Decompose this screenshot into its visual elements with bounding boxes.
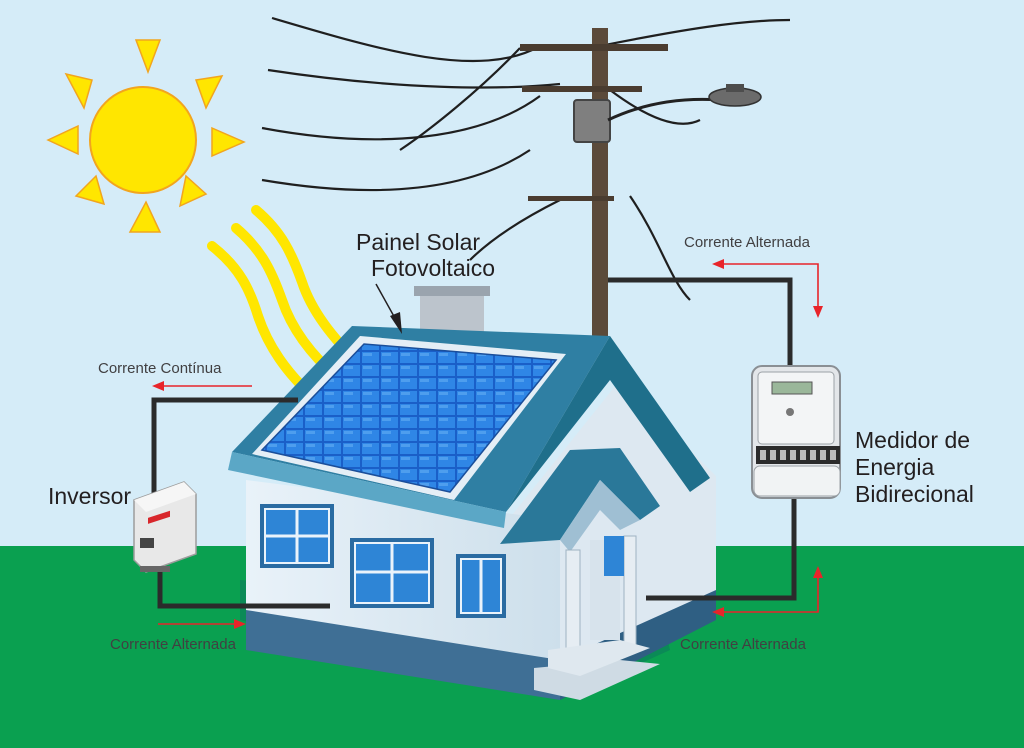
meter-label-line1: Medidor de — [855, 427, 971, 453]
utility-pole — [520, 28, 762, 338]
ac-current-top-label: Corrente Alternada — [684, 234, 810, 251]
meter-label-line3: Bidirecional — [855, 481, 974, 507]
meter-label-line2: Energia — [855, 454, 935, 480]
solar-panel — [252, 336, 566, 500]
house-window-middle — [350, 538, 434, 608]
inverter-label: Inversor — [48, 483, 132, 509]
power-lines — [261, 16, 791, 301]
ac-current-bottom-left-label: Corrente Alternada — [110, 636, 236, 653]
inverter-device — [133, 481, 197, 573]
solar-panel-label-line2: Fotovoltaico — [371, 255, 496, 281]
sun-icon — [46, 39, 246, 233]
ac-arrow-top-icon — [712, 259, 823, 318]
solar-panel-label-line1: Painel Solar — [356, 229, 481, 255]
wiring — [151, 277, 797, 609]
dc-current-label: Corrente Contínua — [98, 360, 222, 377]
house-window-left — [260, 504, 334, 568]
bidirectional-meter — [751, 365, 841, 499]
ac-arrow-bottom-right-icon — [712, 566, 823, 617]
flow-arrows — [152, 259, 823, 629]
house-window-right — [456, 554, 506, 618]
ac-arrow-bottom-left-icon — [158, 619, 246, 629]
dc-arrow-icon — [152, 381, 252, 391]
ac-current-bottom-right-label: Corrente Alternada — [680, 636, 806, 653]
panel-pointer-line — [375, 283, 397, 321]
